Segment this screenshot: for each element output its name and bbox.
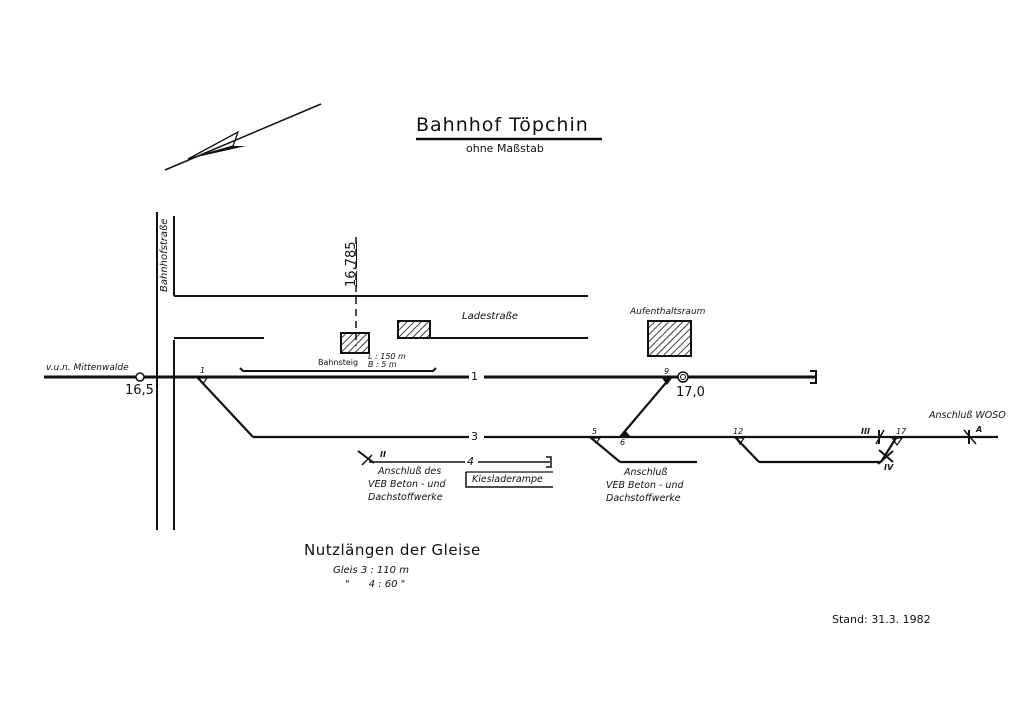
platform-length: L : 150 m [368, 352, 406, 361]
km-label-17-0: 17,0 [676, 385, 705, 400]
track-label-1: 1 [469, 370, 480, 383]
building-aufenthaltsraum [647, 320, 692, 357]
useful-lengths-heading: Nutzlängen der Gleise [304, 541, 481, 559]
siding-right-label: Anschluß WOSO [929, 410, 1006, 421]
track-label-4: 4 [465, 455, 476, 468]
km-marker-16-5 [135, 372, 145, 382]
kiesladerampe-outline [465, 472, 553, 488]
origin-label: v.u.n. Mittenwalde [46, 363, 129, 373]
stand-date: Stand: 31.3. 1982 [832, 613, 931, 626]
building-shed [397, 320, 431, 339]
north-arrow-icon [164, 103, 322, 171]
siding-middle-line-1: Anschluß [624, 467, 668, 478]
crossover-9-6 [619, 377, 671, 438]
switch-17-symbol [890, 437, 904, 447]
derailer-label-IV: IV [884, 463, 894, 472]
derailer-IV-icon [877, 449, 894, 465]
siding-left-line-3: Dachstoffwerke [368, 492, 443, 503]
page-title: Bahnhof Töpchin [416, 114, 589, 136]
switch-9-symbol [662, 378, 672, 385]
switch-label-9: 9 [664, 367, 670, 376]
building-station [340, 332, 370, 354]
platform-bahnsteig [239, 367, 437, 372]
derailer-III-icon [875, 429, 885, 445]
siding-middle-line-3: Dachstoffwerke [606, 493, 681, 504]
switch-label-12: 12 [733, 427, 744, 436]
street-label-bahnhofstrasse: Bahnhofstraße [159, 218, 170, 292]
kiesladerampe-label: Kiesladerampe [472, 474, 543, 485]
derailer-label-III: III [861, 427, 870, 436]
building-label-aufenthaltsraum: Aufenthaltsraum [630, 307, 706, 317]
derailer-A-icon [963, 429, 977, 445]
switch-6-symbol [620, 430, 630, 436]
buffer-stop-track-1 [810, 370, 817, 384]
siding-left-line-1: Anschluß des [378, 466, 442, 477]
switch-12-symbol [734, 437, 746, 446]
connection-switch-1 [196, 376, 254, 438]
siding-left-line-2: VEB Beton - und [368, 479, 446, 490]
connection-switch-12 [734, 436, 760, 463]
km-label-16-5: 16,5 [125, 383, 154, 398]
switch-5-symbol [590, 437, 602, 444]
siding-middle-line-2: VEB Beton - und [606, 480, 684, 491]
useful-length-row-2: " 4 : 60 " [345, 579, 406, 590]
switch-1-symbol [197, 377, 209, 386]
derailer-II-icon [357, 450, 375, 466]
switch-label-6: 6 [620, 438, 626, 447]
derailer-label-A: A [976, 425, 983, 434]
km-label-16-785: 16,785 [344, 241, 359, 288]
platform-width: B : 5 m [368, 360, 397, 369]
page-subtitle: ohne Maßstab [466, 142, 544, 155]
switch-label-5: 5 [592, 427, 598, 436]
buffer-stop-track-4 [546, 456, 552, 468]
street-label-ladestrasse: Ladestraße [462, 311, 519, 322]
platform-label: Bahnsteig [318, 358, 359, 367]
track-label-3: 3 [469, 430, 480, 443]
switch-label-1: 1 [200, 366, 206, 375]
switch-label-17: 17 [896, 427, 907, 436]
derailer-label-II: II [380, 450, 386, 459]
useful-length-row-1: Gleis 3 : 110 m [333, 565, 409, 576]
